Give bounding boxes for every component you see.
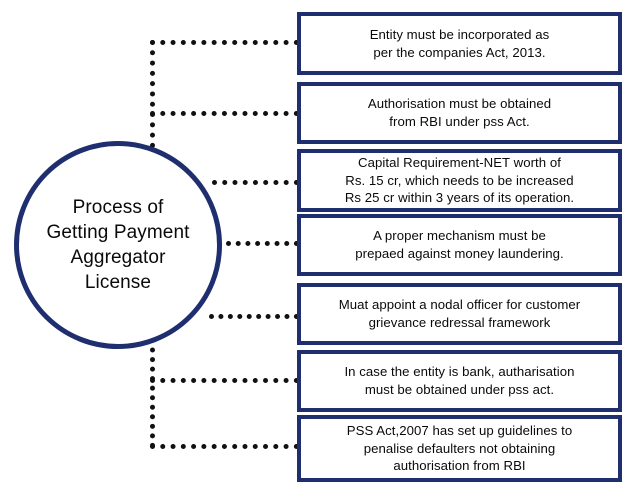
connector-spine-lower	[150, 338, 160, 448]
step-3-line-1: Capital Requirement-NET worth of	[358, 154, 561, 170]
step-box-4: A proper mechanism must be prepaed again…	[297, 214, 622, 276]
step-box-2: Authorisation must be obtained from RBI …	[297, 82, 622, 144]
step-box-7: PSS Act,2007 has set up guidelines to pe…	[297, 415, 622, 482]
step-1-line-2: per the companies Act, 2013.	[373, 44, 546, 60]
step-6-line-1: In case the entity is bank, autharisatio…	[344, 364, 575, 380]
step-2-line-1: Authorisation must be obtained	[367, 96, 552, 112]
process-circle-label: Process of Getting Payment Aggregator Li…	[38, 195, 197, 295]
circle-line-1: Process of	[72, 196, 164, 218]
circle-line-2: Getting Payment	[46, 221, 190, 243]
step-6-line-2: must be obtained under pss act.	[364, 382, 555, 397]
step-4-line-2: prepaed against money laundering.	[355, 246, 564, 261]
step-7-line-3: authorisation from RBI	[393, 458, 526, 474]
step-box-6-text: In case the entity is bank, autharisatio…	[338, 363, 580, 399]
step-7-line-2: penalise defaulters not obtaining	[363, 440, 556, 456]
circle-line-4: License	[84, 272, 152, 294]
step-5-line-2: grievance redressal framework	[368, 315, 551, 330]
step-box-3-text: Capital Requirement-NET worth of Rs. 15 …	[339, 154, 580, 208]
process-circle: Process of Getting Payment Aggregator Li…	[14, 141, 222, 349]
circle-line-3: Aggregator	[70, 247, 166, 268]
step-1-line-1: Entity must be incorporated as	[369, 26, 550, 42]
connector-spine-upper	[150, 40, 160, 148]
connector-to-step-5	[209, 314, 299, 324]
step-box-4-text: A proper mechanism must be prepaed again…	[349, 227, 569, 263]
step-box-5: Muat appoint a nodal officer for custome…	[297, 283, 622, 345]
connector-to-step-1	[150, 40, 299, 50]
step-7-line-1: PSS Act,2007 has set up guidelines to	[346, 422, 573, 438]
connector-to-step-2	[150, 111, 299, 121]
connector-to-step-7	[150, 444, 299, 454]
connector-to-step-3	[212, 180, 299, 190]
step-box-6: In case the entity is bank, autharisatio…	[297, 350, 622, 412]
step-box-5-text: Muat appoint a nodal officer for custome…	[333, 296, 587, 332]
connector-to-step-4	[226, 241, 299, 251]
connector-to-step-6	[150, 378, 299, 388]
step-3-line-3: Rs 25 cr within 3 years of its operation…	[344, 190, 575, 206]
step-2-line-2: from RBI under pss Act.	[389, 114, 530, 129]
step-4-line-1: A proper mechanism must be	[373, 228, 546, 244]
step-box-1: Entity must be incorporated as per the c…	[297, 12, 622, 75]
step-box-3: Capital Requirement-NET worth of Rs. 15 …	[297, 149, 622, 212]
step-box-2-text: Authorisation must be obtained from RBI …	[362, 95, 557, 131]
step-3-line-2: Rs. 15 cr, which needs to be increased	[345, 172, 574, 188]
step-5-line-1: Muat appoint a nodal officer for custome…	[338, 297, 581, 313]
step-box-1-text: Entity must be incorporated as per the c…	[364, 26, 556, 62]
step-box-7-text: PSS Act,2007 has set up guidelines to pe…	[341, 422, 578, 476]
